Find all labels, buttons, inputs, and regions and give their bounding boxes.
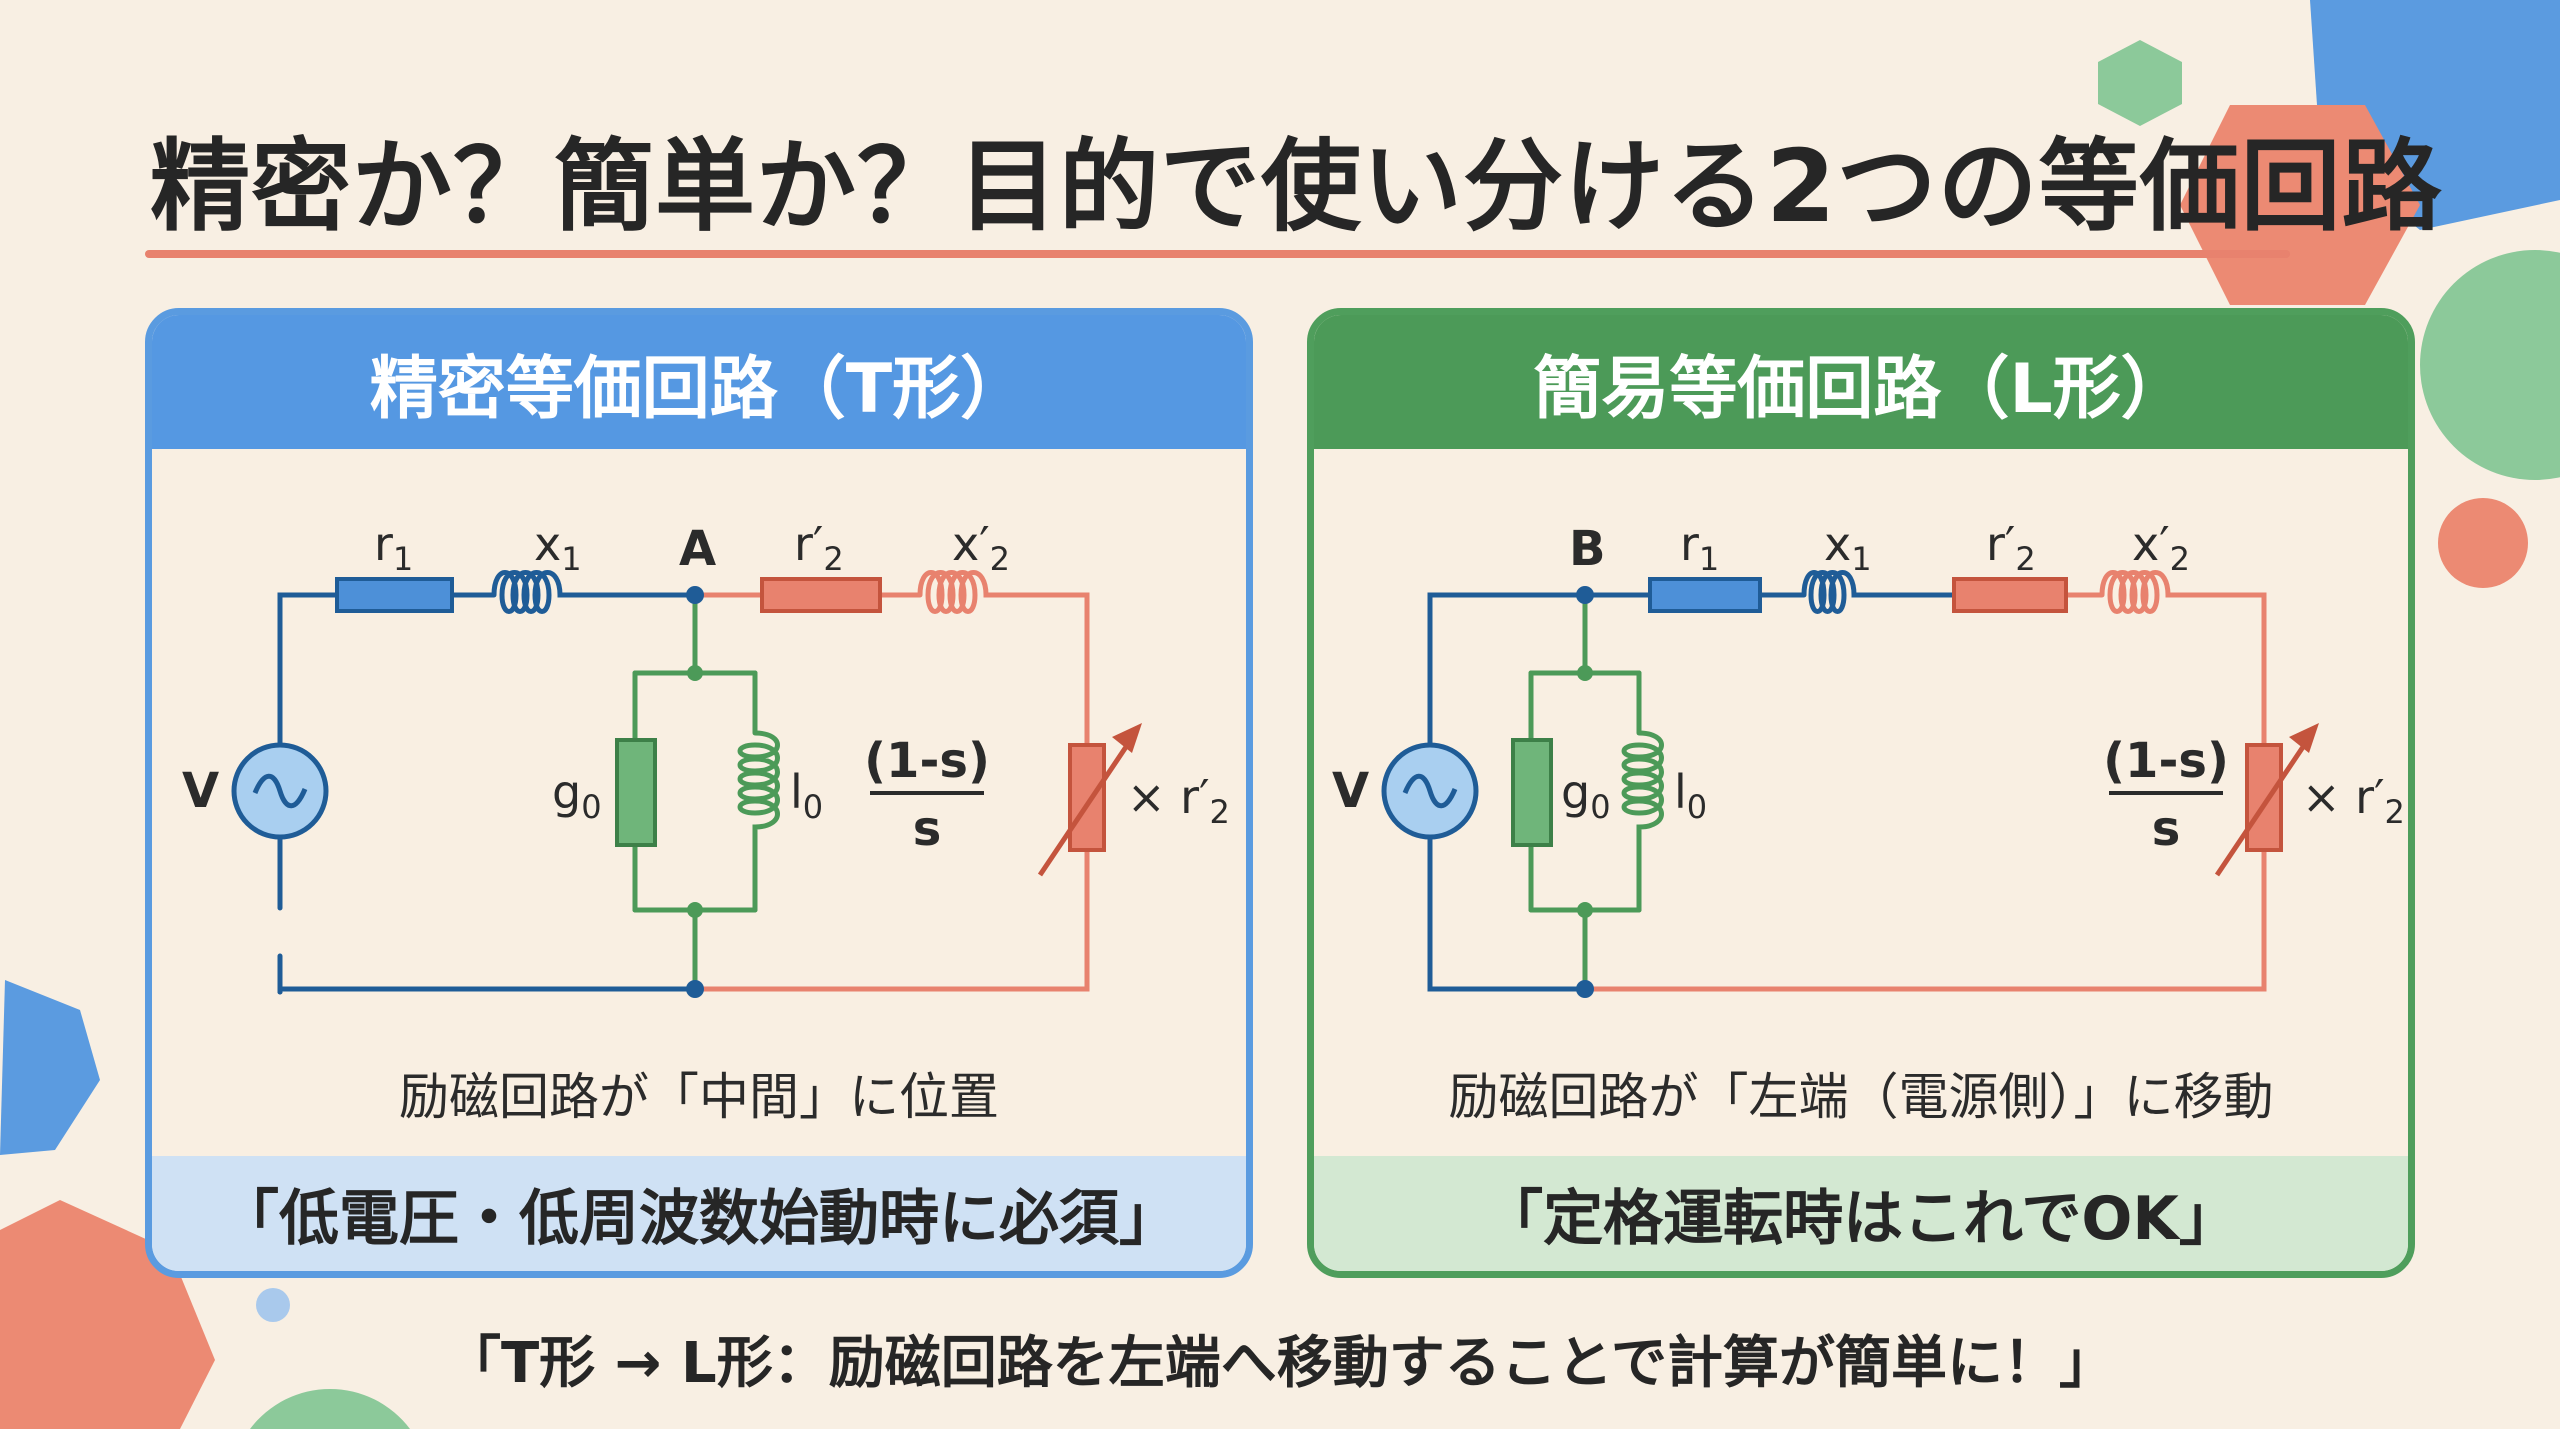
bottom-summary-note: 「T形 → L形：励磁回路を左端へ移動することで計算が簡単に！」: [444, 1331, 2116, 1396]
decor-red-circle-right: [2438, 498, 2528, 588]
inductor-x1: [1801, 570, 1874, 614]
node-bottom-dot: [686, 980, 704, 998]
node-shunt-top-dot: [1577, 665, 1593, 681]
label-x2-prime: x′2: [2132, 517, 2190, 578]
sine-wave-icon: [1402, 773, 1458, 809]
page-title: 精密か？簡単か？目的で使い分ける2つの等価回路: [150, 128, 2443, 245]
variable-arrow-line: [2214, 733, 2314, 877]
source-label-v: V: [1332, 763, 1369, 819]
label-load-multiplier: × r′2: [2302, 770, 2405, 831]
title-underline: [145, 250, 2290, 258]
wire-load-bottom: [1582, 847, 2267, 992]
wire-left-top: [1427, 592, 1588, 748]
label-r1: r1: [1680, 517, 1719, 578]
panel-footer: 「定格運転時はこれでOK」: [1314, 1156, 2408, 1271]
panel-caption: 励磁回路が「中間」に位置: [399, 1068, 999, 1126]
node-shunt-top-dot: [687, 665, 703, 681]
variable-arrow-line: [1037, 733, 1137, 877]
t-circuit-panel: 精密等価回路（T形）: [145, 308, 1253, 1278]
variable-arrow-head: [2289, 723, 2319, 753]
node-shunt-bottom-dot: [1577, 902, 1593, 918]
load-fraction-numerator: (1-s): [2103, 733, 2229, 789]
decor-green-circle-right: [2420, 250, 2560, 480]
label-r1: r1: [374, 517, 413, 578]
label-r2-prime: r′2: [794, 517, 844, 578]
label-g0: g0: [1561, 765, 1611, 826]
l-circuit-panel: 簡易等価回路（L形）: [1307, 308, 2415, 1278]
resistor-r2-prime: [760, 577, 882, 613]
resistor-r1: [1648, 577, 1762, 613]
sine-wave-icon: [252, 773, 308, 809]
label-l0: l0: [790, 765, 823, 826]
load-fraction-denominator: s: [913, 801, 942, 857]
node-a-dot: [686, 586, 704, 604]
label-x2-prime: x′2: [952, 517, 1010, 578]
inductor-x1: [491, 570, 627, 614]
node-bottom-dot: [1576, 980, 1594, 998]
t-circuit-diagram: V A r1 x1 r′2 x′2 g0 l0 (1-s) s × r′2: [182, 517, 1230, 998]
source-label-v: V: [182, 763, 219, 819]
panel-heading: 簡易等価回路（L形）: [1314, 315, 2408, 449]
label-g0: g0: [552, 765, 602, 826]
l-circuit-diagram: V B r1 x1 r′2 x′2 g0 l0 (1-s) s × r′2: [1332, 517, 2405, 998]
wire-load-bottom: [692, 847, 1090, 992]
variable-resistor-load: [1068, 743, 1106, 852]
decor-green-hexagon-small: [2098, 40, 2182, 126]
label-x1: x1: [534, 517, 582, 578]
resistor-r1: [335, 577, 454, 613]
conductance-g0: [615, 738, 657, 847]
conductance-g0: [1511, 738, 1553, 847]
panel-heading: 精密等価回路（T形）: [152, 315, 1246, 449]
decor-green-circle-bottom: [250, 1388, 410, 1429]
variable-resistor-load: [2245, 743, 2283, 852]
node-shunt-bottom-dot: [687, 902, 703, 918]
label-x1: x1: [1824, 517, 1872, 578]
wire-source-bottom: [1427, 834, 1588, 992]
decor-blue-hexagon-left: [0, 980, 100, 1155]
inductor-l0: [737, 730, 780, 852]
wire-x2-load-top: [2221, 592, 2267, 748]
panel-footer: 「低電圧・低周波数始動時に必須」: [152, 1156, 1246, 1271]
variable-arrow-head: [1112, 723, 1142, 753]
decor-blue-dot-bottom: [256, 1288, 290, 1322]
resistor-r2-prime: [1952, 577, 2068, 613]
inductor-x2-prime: [2099, 570, 2224, 614]
node-b-dot: [1576, 586, 1594, 604]
node-label-b: B: [1569, 521, 1606, 577]
label-r2-prime: r′2: [1986, 517, 2036, 578]
label-load-multiplier: × r′2: [1127, 770, 1230, 831]
panel-caption: 励磁回路が「左端（電源側）」に移動: [1448, 1068, 2274, 1126]
load-fraction-denominator: s: [2152, 801, 2181, 857]
wire-x2-load-top: [1039, 592, 1090, 748]
label-l0: l0: [1674, 765, 1707, 826]
inductor-x2-prime: [917, 570, 1042, 614]
inductor-l0: [1621, 730, 1664, 852]
load-fraction-numerator: (1-s): [864, 733, 990, 789]
wire-source-bottom: [277, 953, 698, 992]
node-label-a: A: [679, 521, 716, 577]
